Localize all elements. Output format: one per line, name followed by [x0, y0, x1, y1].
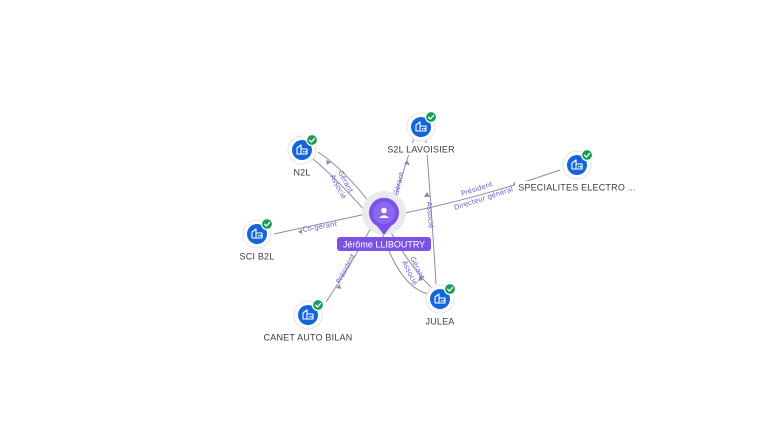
company-building-icon	[302, 309, 314, 320]
verified-check-icon	[443, 282, 457, 296]
arrow-julea	[418, 276, 423, 281]
company-building-icon	[296, 144, 308, 155]
relation-label: Co-gérant	[302, 220, 338, 234]
relation-label: Président	[335, 252, 358, 285]
company-label: SCI B2L	[240, 252, 275, 262]
company-building-icon	[251, 228, 263, 239]
node-disc	[247, 224, 267, 244]
center-label-bg	[337, 237, 431, 251]
node-disc	[411, 117, 431, 137]
verified-check-icon	[260, 217, 274, 231]
company-building-icon	[415, 121, 427, 132]
company-label: SPECIALITES ELECTRO ...	[518, 183, 636, 193]
company-label: JULEA	[425, 317, 454, 327]
edge-labels: Gérant Associé Gérant Président Directeu…	[302, 169, 514, 286]
node-label-bg	[286, 166, 318, 178]
node-disc	[567, 155, 587, 175]
verified-check-icon	[580, 148, 594, 162]
company-node-canet-auto-bilan[interactable]: CANET AUTO BILAN	[258, 298, 358, 344]
node-disc	[292, 140, 312, 160]
center-person-name: Jérôme LLIBOUTRY	[343, 240, 425, 250]
company-label: S2L LAVOISIER	[387, 145, 455, 155]
node-label-bg	[420, 315, 460, 327]
arrow-canet	[336, 284, 341, 289]
arrow-s2l-julea	[424, 192, 430, 197]
relation-label: Associé	[425, 202, 435, 229]
node-disc	[430, 289, 450, 309]
verified-check-icon	[424, 110, 438, 124]
edge-spec	[399, 169, 561, 215]
edge-n2l-b	[311, 157, 367, 213]
relation-label: Gérant	[392, 171, 406, 197]
company-node-specialites-electro[interactable]: SPECIALITES ELECTRO ...	[515, 148, 639, 194]
person-icon	[379, 207, 389, 218]
center-person-node[interactable]: Jérôme LLIBOUTRY	[337, 191, 431, 251]
company-node-julea[interactable]: JULEA	[420, 282, 460, 328]
company-building-icon	[434, 293, 446, 304]
edge-scib2l	[273, 213, 367, 235]
node-label-bg	[235, 250, 279, 262]
arrow-s2l	[404, 160, 410, 165]
node-disc	[298, 305, 318, 325]
company-node-s2l-lavoisier[interactable]: S2L LAVOISIER	[383, 110, 459, 156]
arrow-scib2l	[298, 229, 302, 234]
node-label-bg	[258, 331, 358, 343]
company-label: CANET AUTO BILAN	[264, 333, 353, 343]
edge-canet	[325, 225, 373, 303]
company-node-sci-b2l[interactable]: SCI B2L	[235, 217, 279, 263]
arrow-n2l	[326, 160, 331, 165]
node-label-bg	[515, 181, 639, 193]
company-label: N2L	[293, 168, 310, 178]
edge-s2l-julea	[425, 139, 437, 285]
node-label-bg	[383, 143, 459, 155]
verified-check-icon	[311, 298, 325, 312]
company-node-n2l[interactable]: N2L	[286, 133, 319, 179]
company-building-icon	[571, 159, 583, 170]
verified-check-icon	[305, 133, 319, 147]
